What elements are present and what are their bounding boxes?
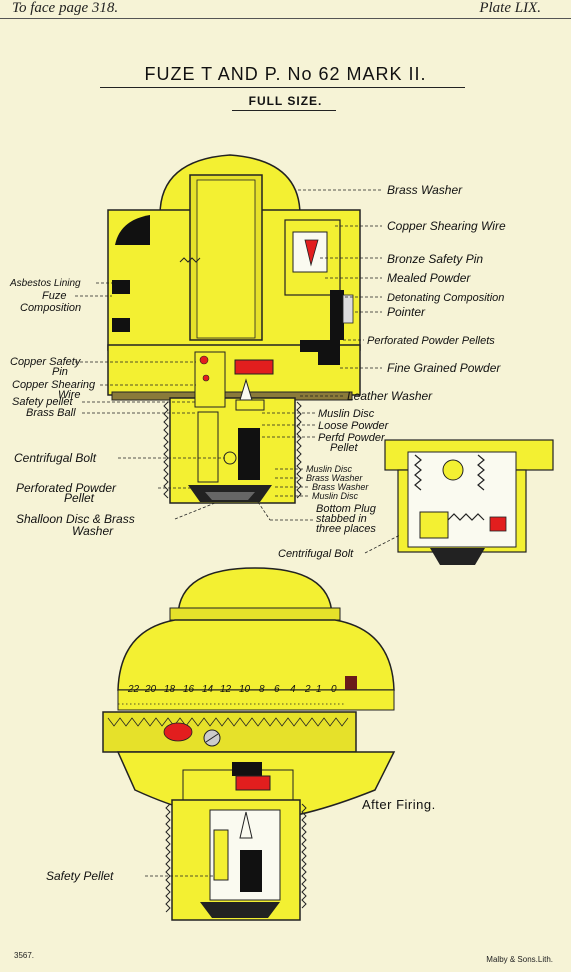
label-copper-shearing-wire-left: Copper Shearing <box>12 379 96 391</box>
label-bottom-plug-3: three places <box>316 523 376 535</box>
header-plate-number: Plate LIX. <box>479 0 541 16</box>
label-muslin-disc-3: Muslin Disc <box>312 491 359 501</box>
label-perfd-powder: Perfd Powder <box>318 432 386 444</box>
scale-number: 22 <box>127 684 140 695</box>
scale-number: 12 <box>220 684 232 695</box>
label-perforated-powder-pellet-2: Pellet <box>64 491 95 505</box>
label-leather-washer: Leather Washer <box>347 389 433 403</box>
label-muslin-disc: Muslin Disc <box>318 408 375 420</box>
scale-number: 18 <box>164 684 176 695</box>
label-perfd-powder-2: Pellet <box>330 442 358 454</box>
exterior-after-firing-view <box>102 567 396 921</box>
time-scale: 22 20 18 16 14 12 10 8 6 4 2 1 0 <box>118 684 345 705</box>
footer-lithographer: Malby & Sons.Lith. <box>486 955 553 964</box>
footer-plate-code: 3567. <box>14 951 35 960</box>
label-loose-powder: Loose Powder <box>318 420 390 432</box>
label-brass-washer-3: Brass Washer <box>312 482 369 492</box>
label-mealed-powder: Mealed Powder <box>387 271 471 285</box>
scale-number: 0 <box>331 684 337 695</box>
label-brass-washer-2: Brass Washer <box>306 473 363 483</box>
scale-number: 6 <box>274 684 280 695</box>
label-safety-pellet-lower: Safety Pellet <box>46 869 114 883</box>
header-rule <box>0 18 571 19</box>
title-underline <box>100 87 465 88</box>
label-bottom-plug-2: stabbed in <box>316 513 367 525</box>
scale-number: 8 <box>259 684 265 695</box>
label-bronze-safety-pin: Bronze Safety Pin <box>387 252 483 266</box>
subtitle-underline <box>232 110 336 111</box>
label-copper-shearing-wire-left-2: Wire <box>58 389 81 401</box>
label-fine-grained-powder: Fine Grained Powder <box>387 361 501 375</box>
label-fuze: Fuze <box>42 290 66 302</box>
scale-number: 16 <box>183 684 195 695</box>
after-firing-caption: After Firing. <box>362 797 436 812</box>
label-composition: Composition <box>20 302 81 314</box>
header-page-ref: To face page 318. <box>12 0 119 16</box>
label-safety-pellet: Safety pellet <box>12 396 73 408</box>
detail-labels: Centrifugal Bolt Safety Pellet <box>46 534 401 883</box>
label-copper-safety-pin-2: Pin <box>52 366 68 378</box>
right-labels: Brass Washer Copper Shearing Wire Bronze… <box>298 183 506 403</box>
scale-number: 14 <box>202 684 214 695</box>
scale-number: 4 <box>290 684 296 695</box>
plate-subtitle: FULL SIZE. <box>248 94 323 108</box>
label-detonating-composition: Detonating Composition <box>387 292 504 304</box>
scale-number: 1 <box>316 684 322 695</box>
label-perforated-powder-pellet: Perforated Powder <box>16 481 117 495</box>
main-section-view <box>107 154 361 504</box>
label-shalloon-disc-2: Washer <box>72 524 114 538</box>
plate-title: FUZE T AND P. No 62 MARK II. <box>144 64 427 84</box>
label-centrifugal-bolt: Centrifugal Bolt <box>14 451 97 465</box>
label-brass-ball: Brass Ball <box>26 407 76 419</box>
inner-labels: Muslin Disc Loose Powder Perfd Powder Pe… <box>257 408 390 535</box>
label-pointer: Pointer <box>387 305 426 319</box>
label-copper-safety-pin: Copper Safety <box>10 356 82 368</box>
label-bottom-plug: Bottom Plug <box>316 503 377 515</box>
left-labels: Asbestos Lining Fuze Composition Copper … <box>9 278 225 538</box>
label-asbestos-lining: Asbestos Lining <box>9 278 81 289</box>
scale-number: 2 <box>304 684 311 695</box>
label-centrifugal-bolt-detail: Centrifugal Bolt <box>278 548 354 560</box>
centrifugal-bolt-detail <box>384 439 554 565</box>
scale-number: 20 <box>144 684 157 695</box>
label-copper-shearing-wire: Copper Shearing Wire <box>387 219 506 233</box>
label-muslin-disc-2: Muslin Disc <box>306 464 353 474</box>
label-shalloon-disc: Shalloon Disc & Brass <box>16 512 135 526</box>
label-perforated-powder-pellets: Perforated Powder Pellets <box>367 335 495 347</box>
scale-number: 10 <box>239 684 251 695</box>
label-brass-washer: Brass Washer <box>387 183 463 197</box>
